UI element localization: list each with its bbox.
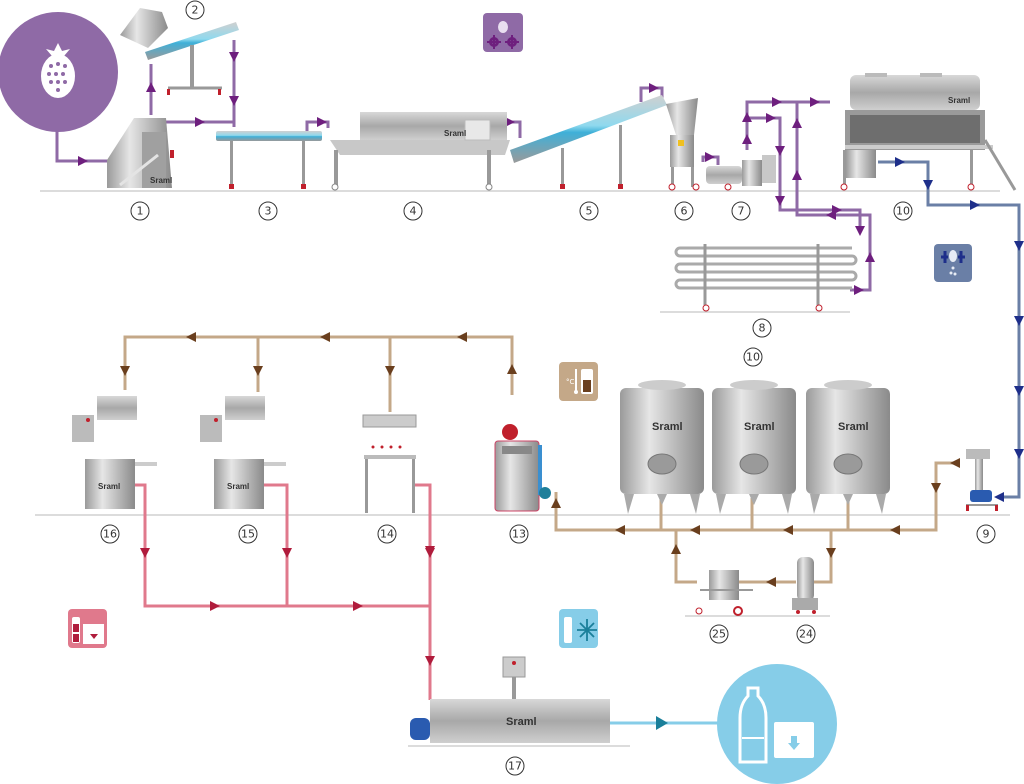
storage-arrows [120,332,960,587]
raspberry-icon [0,12,118,132]
bottle-snowflake-icon [559,609,598,648]
svg-text:13: 13 [512,528,526,541]
machine-9-pump [966,449,998,511]
ground-lines [35,190,1010,747]
station-labels: 1 2 3 4 5 6 7 8 10 9 10 13 14 15 16 17 2… [100,0,996,776]
machine-6-mill [666,98,700,191]
svg-text:9: 9 [983,528,990,541]
bottle-bag-in-box-icon [717,664,837,784]
fruit-gears-icon [483,13,523,52]
machine-13-pasteurizer [494,424,551,512]
machine-17-cooling-tunnel: Sraml [410,656,610,743]
svg-text:3: 3 [265,205,272,218]
station-label-13[interactable]: 13 [509,524,529,544]
machine-14-filler [362,414,417,513]
machine-25-plate-filter [695,570,753,616]
machine-3-conveyor [216,131,322,189]
svg-text:10: 10 [746,351,760,364]
storage-tank-3: Sraml [806,380,890,514]
storage-tank-2: Sraml [712,380,796,514]
machine-8-heat-exchanger [674,244,858,305]
station-label-15[interactable]: 15 [238,524,258,544]
machine-15-logo: Sraml [227,482,249,491]
station-label-1[interactable]: 1 [130,201,150,221]
machine-1-hopper: Sraml [107,118,174,188]
cooling-pipe [610,716,725,730]
station-label-8[interactable]: 8 [752,318,772,338]
storage-tank-2-logo: Sraml [744,421,775,433]
station-label-16[interactable]: 16 [100,524,120,544]
storage-tanks: Sraml Sraml Sraml [620,380,890,514]
raw-fruit-arrows [78,52,875,295]
bottling-pipes [130,483,432,700]
machine-10-logo: Sraml [948,96,970,105]
svg-text:17: 17 [508,760,522,773]
storage-tank-1-logo: Sraml [652,421,683,433]
svg-text:25: 25 [712,628,726,641]
svg-text:14: 14 [380,528,394,541]
svg-text:16: 16 [103,528,117,541]
machine-5-conveyor [510,95,667,189]
svg-text:8: 8 [759,322,766,335]
svg-text:10: 10 [896,205,910,218]
svg-text:4: 4 [410,205,417,218]
bottling-arrows [140,546,435,666]
station-label-4[interactable]: 4 [403,201,423,221]
svg-text:6: 6 [681,205,688,218]
station-label-2[interactable]: 2 [185,0,205,20]
machine-4-washer: Sraml [330,112,510,191]
machine-17-logo: Sraml [506,716,537,728]
svg-text:7: 7 [738,205,745,218]
juice-arrows [895,157,1024,502]
station-label-3[interactable]: 3 [258,201,278,221]
station-label-6[interactable]: 6 [674,201,694,221]
machine-16-filler: Sraml [72,396,157,509]
svg-text:5: 5 [586,205,593,218]
machine-15-filler: Sraml [200,396,286,509]
station-label-9[interactable]: 9 [976,524,996,544]
svg-text:Sraml: Sraml [150,176,172,185]
svg-text:1: 1 [137,205,144,218]
machine-7-pump [706,155,776,191]
station-label-14[interactable]: 14 [377,524,397,544]
station-label-24[interactable]: 24 [796,624,816,644]
machine-16-logo: Sraml [98,482,120,491]
station-label-17[interactable]: 17 [505,756,525,776]
svg-text:15: 15 [241,528,255,541]
storage-tank-1: Sraml [620,380,704,514]
thermometer-tank-icon: °C [559,362,598,401]
machine-24-cartridge-filter [792,557,818,614]
svg-text:2: 2 [192,4,199,17]
temperature-unit-label: °C [566,378,575,386]
station-label-7[interactable]: 7 [731,201,751,221]
bottle-box-icon [68,609,107,648]
machine-4-logo: Sraml [444,129,466,138]
machine-8-wheels [702,304,823,312]
station-label-25[interactable]: 25 [709,624,729,644]
svg-text:24: 24 [799,628,813,641]
station-label-10-press[interactable]: 10 [893,201,913,221]
machine-2-elevator [120,8,239,95]
station-label-5[interactable]: 5 [579,201,599,221]
press-drops-icon [934,244,972,282]
machine-10-press: Sraml [840,73,1017,191]
station-label-10-tanks[interactable]: 10 [743,347,763,367]
storage-tank-3-logo: Sraml [838,421,869,433]
